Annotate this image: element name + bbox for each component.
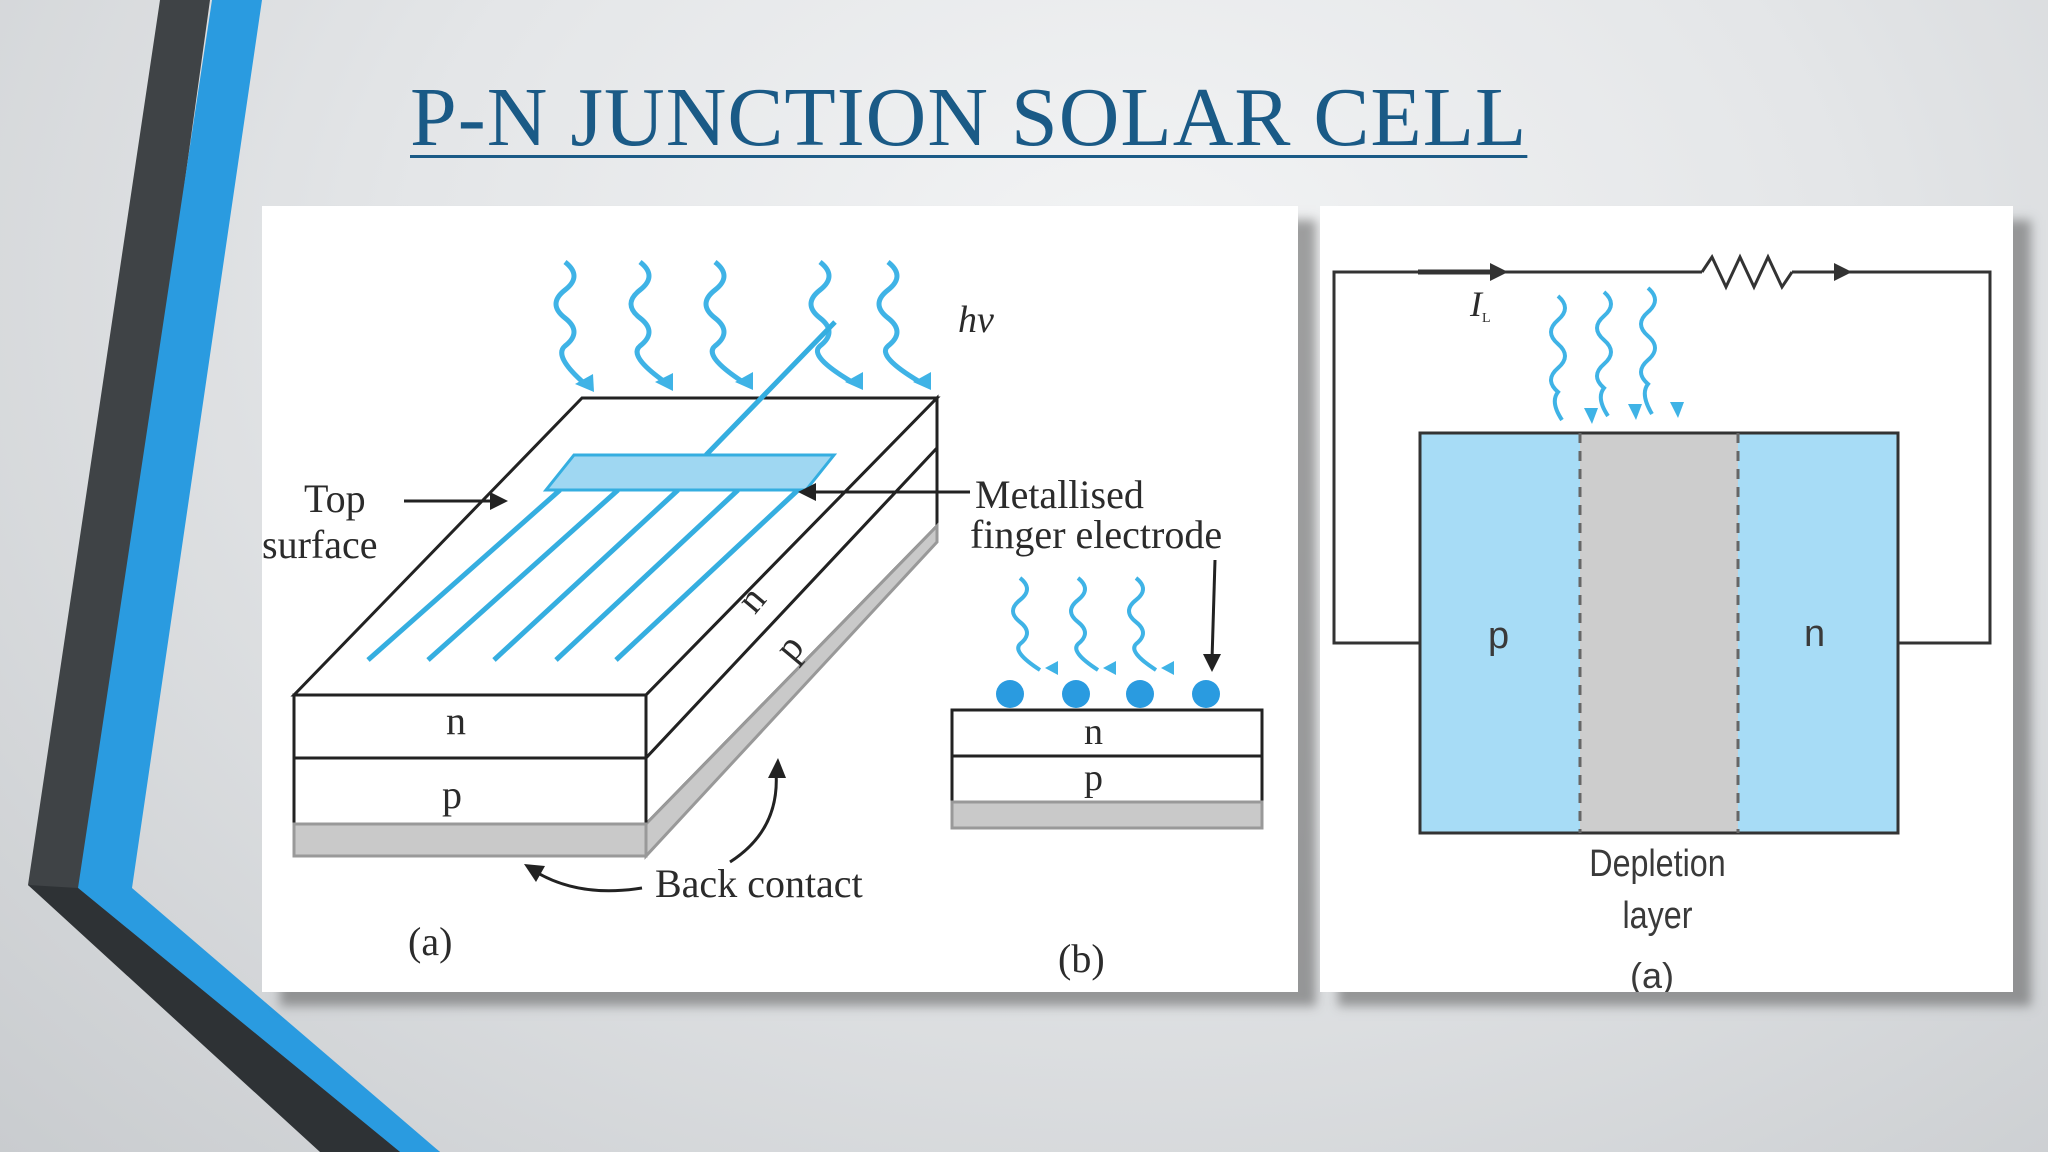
metallised-label-line2: finger electrode [970, 512, 1222, 557]
p-layer-front [292, 756, 648, 826]
wire-arrowhead [1834, 263, 1852, 281]
dark-bar-shape [28, 0, 440, 1152]
electrode-dots [996, 680, 1220, 708]
caption-a: (a) [408, 919, 452, 964]
figure-right-panel: I L p n Depletion layer (a) [1320, 206, 2013, 992]
p-region [1420, 433, 1580, 833]
p-region-label: p [1488, 615, 1509, 657]
depletion-label-line2: layer [1623, 895, 1693, 937]
p-layer-label: p [442, 772, 462, 817]
current-arrowhead [1490, 263, 1508, 281]
back-contact-arrowhead-right [768, 758, 786, 778]
small-ray-arrowheads [1045, 661, 1174, 675]
back-contact-pointer-left [535, 870, 643, 893]
n-layer-front [292, 693, 648, 760]
back-contact-arrowhead-left [524, 864, 545, 882]
electrode-arrowhead [1203, 654, 1221, 672]
top-surface-label-line2: surface [262, 522, 377, 567]
circuit-wire [1332, 253, 1992, 645]
slide-title: P-N JUNCTION SOLAR CELL [410, 71, 1528, 164]
n-region [1738, 433, 1898, 833]
back-contact-front [292, 822, 648, 858]
pn-junction-circuit-diagram: I L p n Depletion layer (a) [1332, 253, 1992, 992]
incoming-light-rays [553, 260, 922, 386]
n-region-label: n [1804, 613, 1825, 655]
metallised-arrowhead [798, 483, 816, 501]
small-n-label: n [1084, 711, 1103, 753]
small-p-label: p [1084, 757, 1103, 799]
depletion-label-line1: Depletion [1589, 843, 1725, 885]
blue-bar-shape [78, 0, 440, 1152]
electrode-pointer [1210, 559, 1217, 661]
junction-outline [1418, 431, 1900, 835]
metallised-label-line1: Metallised [975, 472, 1144, 517]
dark-bottom-shape [28, 885, 400, 1152]
small-light-rays [1011, 576, 1158, 672]
back-contact-pointer-right [729, 771, 778, 864]
figure-left-panel: hv Top surface Metallised finger electr [262, 206, 1298, 992]
depletion-region [1580, 433, 1738, 833]
small-cell-layers [950, 708, 1264, 830]
current-subscript: L [1482, 311, 1491, 326]
right-ray-arrowheads [1584, 402, 1684, 424]
ray-arrowheads [575, 372, 931, 392]
n-layer-label: n [446, 698, 466, 743]
finger-electrodes [366, 320, 837, 662]
current-label: I [1469, 284, 1484, 324]
photon-label: hv [958, 299, 994, 341]
top-surface-arrowhead [490, 492, 508, 510]
right-light-rays [1549, 286, 1657, 422]
right-caption: (a) [1630, 955, 1674, 992]
caption-b: (b) [1058, 936, 1105, 981]
solar-cell-structure-diagram: hv Top surface Metallised finger electr [262, 260, 1264, 981]
top-surface-label-line1: Top [304, 476, 366, 521]
back-contact-label: Back contact [655, 861, 863, 906]
bus-bar [542, 453, 838, 492]
